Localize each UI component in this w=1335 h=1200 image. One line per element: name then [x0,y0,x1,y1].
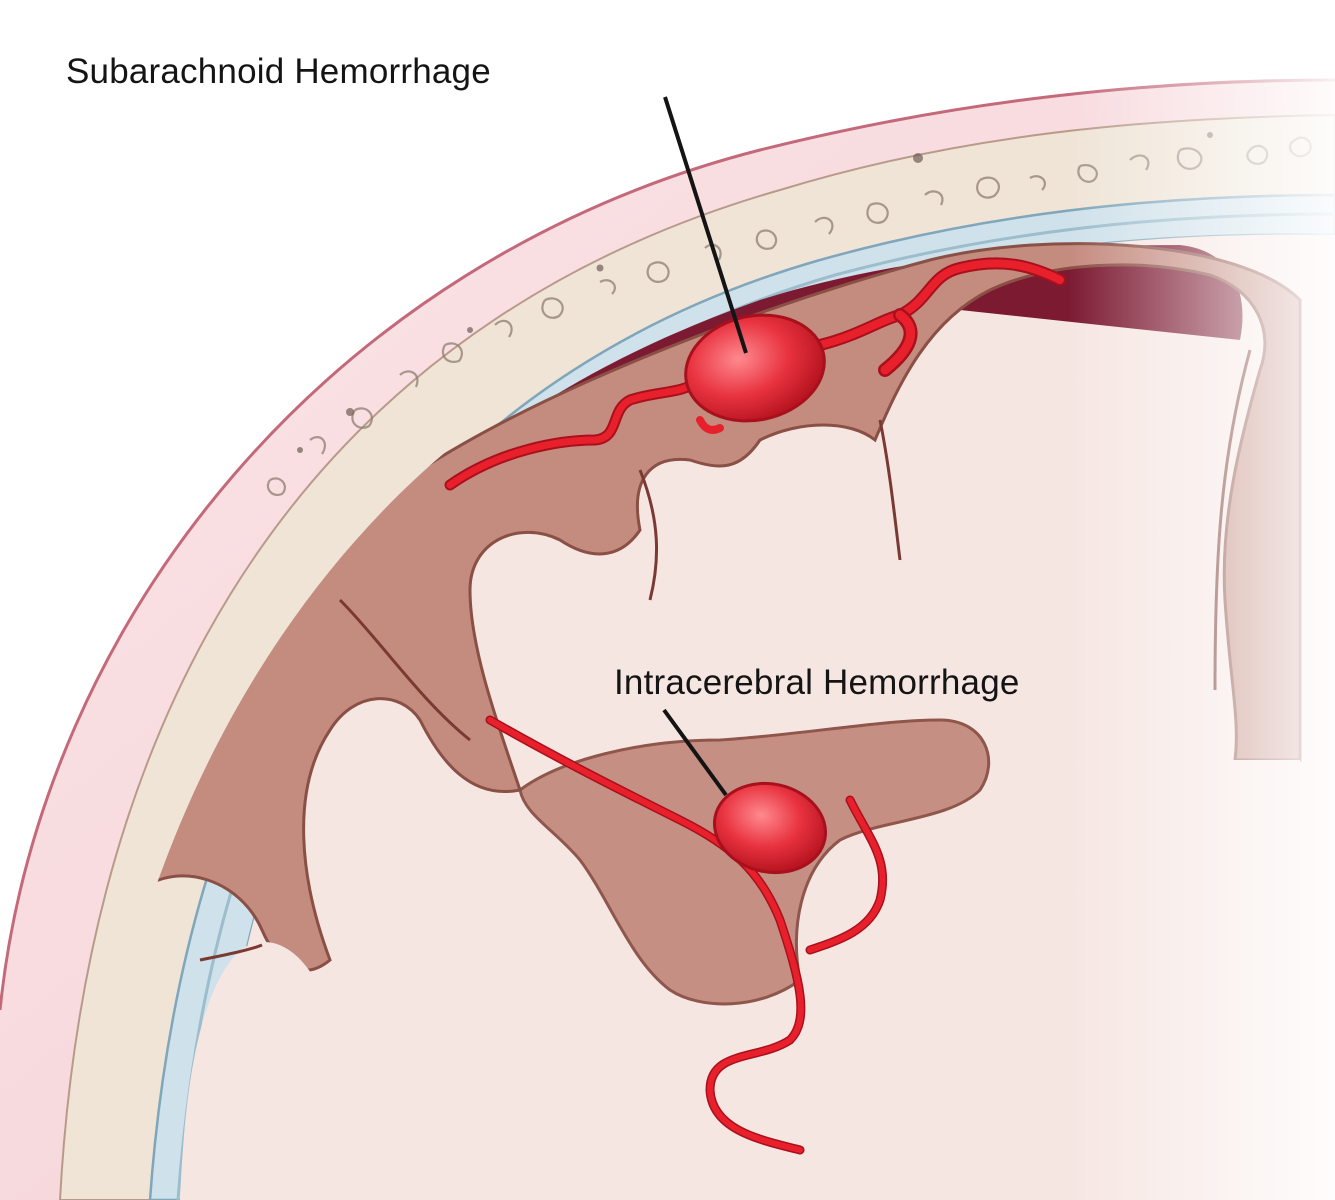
intracerebral-hemorrhage-label: Intracerebral Hemorrhage [614,663,1020,702]
leader-line-intracerebral [662,708,728,797]
subarachnoid-hemorrhage-label: Subarachnoid Hemorrhage [66,52,491,91]
leader-line-subarachnoid [663,96,748,354]
